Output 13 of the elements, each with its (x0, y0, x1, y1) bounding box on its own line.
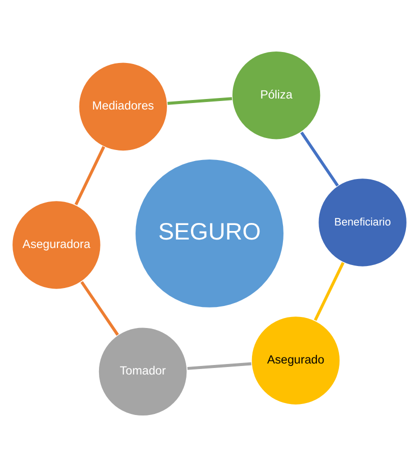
connector (187, 362, 252, 370)
connector (167, 96, 232, 104)
node-circle: Asegurado (250, 315, 341, 405)
connector (300, 131, 339, 186)
connector (80, 280, 119, 336)
node-circle: SEGURO (134, 158, 284, 308)
node-circle: Beneficiario (318, 177, 408, 267)
node-circle: Mediadores (78, 61, 168, 152)
node-circle: Póliza (231, 50, 322, 140)
node-circle: Tomador (98, 326, 188, 416)
connector (314, 261, 344, 320)
node-circle: Aseguradora (12, 200, 102, 290)
connector (74, 146, 106, 205)
